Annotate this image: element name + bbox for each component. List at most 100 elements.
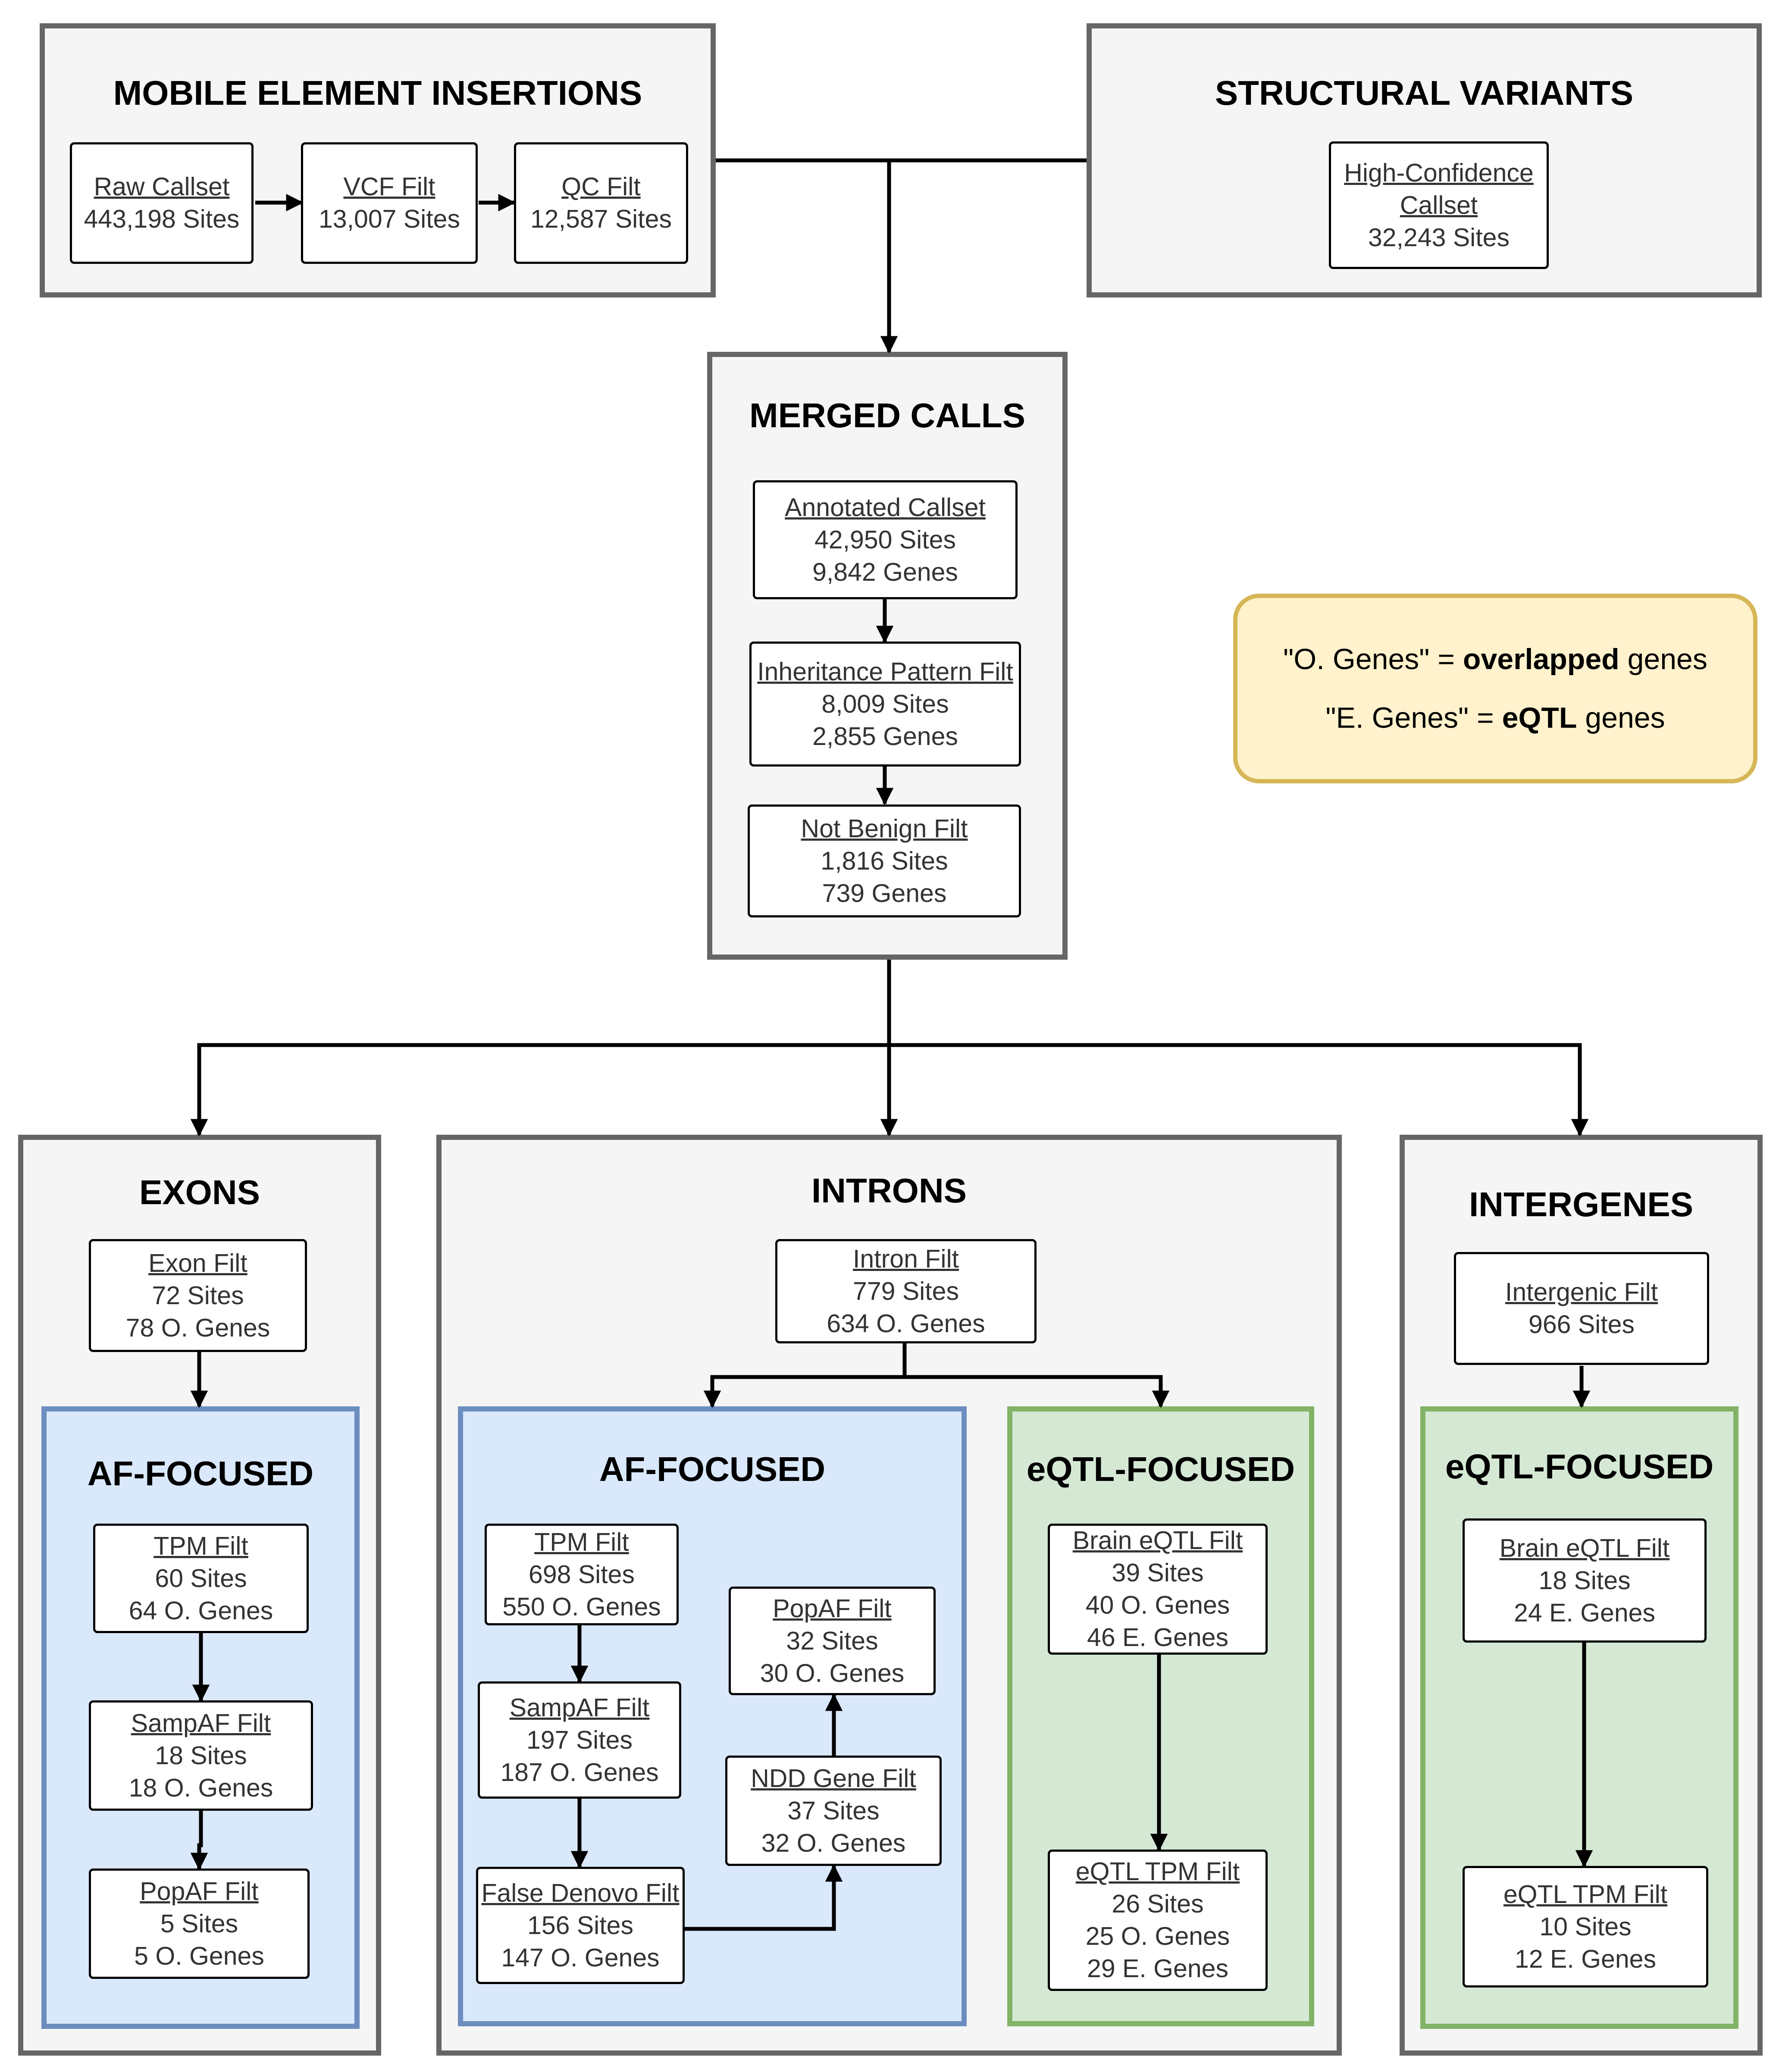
raw-callset-name: Raw Callset [94, 172, 230, 201]
exon-popaf-filt-sites: 5 Sites [160, 1909, 238, 1938]
exons-title: EXONS [139, 1173, 260, 1211]
high-confidence-callset-box: High-Confidence Callset 32,243 Sites [1329, 141, 1549, 269]
intron-popaf-filt-sites: 32 Sites [786, 1626, 878, 1655]
exon-sampaf-filt-name: SampAF Filt [131, 1709, 271, 1737]
intergenic-filt-box: Intergenic Filt 966 Sites [1454, 1252, 1709, 1365]
exon-popaf-filt-box: PopAF Filt 5 Sites 5 O. Genes [89, 1869, 310, 1979]
inheritance-pattern-filt-sites: 8,009 Sites [821, 689, 949, 718]
annotated-callset-sites: 42,950 Sites [814, 525, 956, 554]
exon-filt-genes: 78 O. Genes [125, 1313, 270, 1342]
exon-filt-box: Exon Filt 72 Sites 78 O. Genes [89, 1239, 307, 1352]
intron-tpm-filt-name: TPM Filt [534, 1527, 629, 1556]
intergenes-eqtl-tpm-filt-box: eQTL TPM Filt 10 Sites 12 E. Genes [1463, 1866, 1708, 1987]
intron-sampaf-filt-genes: 187 O. Genes [500, 1758, 659, 1787]
arrow-merged-to-intergenes [889, 1043, 1589, 1137]
intergenes-eqtl-tpm-filt-sites: 10 Sites [1539, 1912, 1632, 1941]
vcf-filt-name: VCF Filt [343, 172, 435, 201]
vcf-filt-sites: 13,007 Sites [318, 205, 460, 233]
exon-sampaf-filt-sites: 18 Sites [155, 1741, 247, 1770]
exon-popaf-filt-name: PopAF Filt [140, 1877, 259, 1906]
intron-eqtl-tpm-filt-egenes: 29 E. Genes [1087, 1954, 1228, 1983]
intron-tpm-filt-genes: 550 O. Genes [502, 1592, 661, 1621]
exon-tpm-filt-box: TPM Filt 60 Sites 64 O. Genes [93, 1524, 309, 1633]
merged-title: MERGED CALLS [749, 396, 1025, 435]
exon-tpm-filt-genes: 64 O. Genes [128, 1596, 273, 1625]
inheritance-pattern-filt-genes: 2,855 Genes [812, 722, 958, 751]
intron-filt-sites: 779 Sites [853, 1277, 959, 1305]
intron-brain-eqtl-filt-sites: 39 Sites [1112, 1559, 1204, 1587]
false-denovo-filt-name: False Denovo Filt [481, 1878, 680, 1907]
exon-tpm-filt-name: TPM Filt [153, 1531, 248, 1560]
intron-popaf-filt-box: PopAF Filt 32 Sites 30 O. Genes [729, 1587, 936, 1695]
exon-sampaf-filt-box: SampAF Filt 18 Sites 18 O. Genes [89, 1700, 313, 1811]
legend-eqtl-row: "E. Genes" = eQTL genes [1325, 703, 1665, 732]
legend-row1-bold: overlapped [1463, 643, 1619, 676]
intron-brain-eqtl-filt-egenes: 46 E. Genes [1087, 1623, 1228, 1652]
introns-title: INTRONS [811, 1171, 967, 1210]
annotated-callset-box: Annotated Callset 42,950 Sites 9,842 Gen… [753, 480, 1018, 599]
qc-filt-name: QC Filt [561, 172, 641, 201]
ndd-gene-filt-box: NDD Gene Filt 37 Sites 32 O. Genes [725, 1756, 942, 1866]
intron-popaf-filt-name: PopAF Filt [773, 1594, 892, 1623]
sv-title: STRUCTURAL VARIANTS [1215, 74, 1634, 112]
raw-callset-box: Raw Callset 443,198 Sites [70, 142, 254, 264]
exon-filt-name: Exon Filt [148, 1249, 247, 1277]
annotated-callset-genes: 9,842 Genes [812, 557, 958, 586]
intergenic-filt-sites: 966 Sites [1529, 1310, 1635, 1339]
intergenes-brain-eqtl-filt-name: Brain eQTL Filt [1499, 1534, 1670, 1562]
intron-sampaf-filt-sites: 197 Sites [526, 1725, 633, 1754]
vcf-filt-box: VCF Filt 13,007 Sites [301, 142, 478, 264]
exon-tpm-filt-sites: 60 Sites [155, 1564, 247, 1593]
exons-af-focused-title: AF-FOCUSED [87, 1454, 314, 1493]
legend-row1-pre: "O. Genes" = [1283, 643, 1463, 676]
legend-row2-pre: "E. Genes" = [1325, 701, 1502, 734]
intron-eqtl-tpm-filt-sites: 26 Sites [1112, 1890, 1204, 1918]
not-benign-filt-name: Not Benign Filt [801, 814, 968, 843]
high-confidence-sites: 32,243 Sites [1368, 223, 1510, 252]
intergenes-eqtl-tpm-filt-name: eQTL TPM Filt [1503, 1880, 1668, 1909]
ndd-gene-filt-sites: 37 Sites [787, 1796, 880, 1825]
intron-sampaf-filt-name: SampAF Filt [509, 1693, 650, 1722]
intron-brain-eqtl-filt-ogenes: 40 O. Genes [1085, 1591, 1230, 1619]
intron-eqtl-tpm-filt-box: eQTL TPM Filt 26 Sites 25 O. Genes 29 E.… [1048, 1850, 1268, 1991]
qc-filt-sites: 12,587 Sites [530, 205, 672, 233]
intergenes-brain-eqtl-filt-egenes: 24 E. Genes [1514, 1598, 1655, 1627]
not-benign-filt-box: Not Benign Filt 1,816 Sites 739 Genes [748, 804, 1021, 917]
qc-filt-box: QC Filt 12,587 Sites [514, 142, 688, 264]
raw-callset-sites: 443,198 Sites [84, 205, 240, 233]
exon-filt-sites: 72 Sites [152, 1281, 244, 1310]
high-confidence-name-line1: High-Confidence [1344, 158, 1534, 187]
false-denovo-filt-box: False Denovo Filt 156 Sites 147 O. Genes [476, 1867, 685, 1984]
inheritance-pattern-filt-name: Inheritance Pattern Filt [757, 657, 1013, 686]
false-denovo-filt-sites: 156 Sites [527, 1911, 633, 1940]
legend: "O. Genes" = overlapped genes "E. Genes"… [1233, 594, 1757, 783]
exon-sampaf-filt-genes: 18 O. Genes [128, 1773, 273, 1802]
intergenes-brain-eqtl-filt-box: Brain eQTL Filt 18 Sites 24 E. Genes [1463, 1518, 1707, 1643]
intron-popaf-filt-genes: 30 O. Genes [760, 1659, 905, 1687]
intron-filt-genes: 634 O. Genes [827, 1309, 985, 1338]
intron-brain-eqtl-filt-box: Brain eQTL Filt 39 Sites 40 O. Genes 46 … [1048, 1524, 1268, 1655]
intron-eqtl-tpm-filt-name: eQTL TPM Filt [1075, 1857, 1240, 1886]
arrow-merged-to-exons [190, 1043, 889, 1137]
not-benign-filt-genes: 739 Genes [822, 879, 947, 908]
legend-row2-post: genes [1577, 701, 1665, 734]
intron-tpm-filt-sites: 698 Sites [529, 1560, 635, 1589]
mei-title: MOBILE ELEMENT INSERTIONS [113, 74, 642, 112]
high-confidence-name-line2: Callset [1400, 191, 1478, 219]
intron-filt-name: Intron Filt [853, 1244, 959, 1273]
not-benign-filt-sites: 1,816 Sites [821, 846, 948, 875]
intron-filt-box: Intron Filt 779 Sites 634 O. Genes [775, 1239, 1037, 1343]
introns-af-focused-title: AF-FOCUSED [599, 1450, 826, 1488]
legend-row1-post: genes [1619, 643, 1707, 676]
ndd-gene-filt-name: NDD Gene Filt [751, 1764, 916, 1793]
introns-eqtl-focused-title: eQTL-FOCUSED [1026, 1450, 1295, 1488]
intergenes-brain-eqtl-filt-sites: 18 Sites [1538, 1566, 1631, 1595]
intergenes-title: INTERGENES [1469, 1185, 1694, 1224]
inheritance-pattern-filt-box: Inheritance Pattern Filt 8,009 Sites 2,8… [749, 642, 1021, 767]
legend-overlapped-row: "O. Genes" = overlapped genes [1283, 645, 1707, 674]
intron-tpm-filt-box: TPM Filt 698 Sites 550 O. Genes [485, 1524, 679, 1625]
intron-eqtl-tpm-filt-ogenes: 25 O. Genes [1085, 1922, 1230, 1950]
intron-sampaf-filt-box: SampAF Filt 197 Sites 187 O. Genes [478, 1681, 681, 1799]
intergenes-eqtl-focused-title: eQTL-FOCUSED [1445, 1447, 1714, 1486]
annotated-callset-name: Annotated Callset [785, 493, 986, 522]
